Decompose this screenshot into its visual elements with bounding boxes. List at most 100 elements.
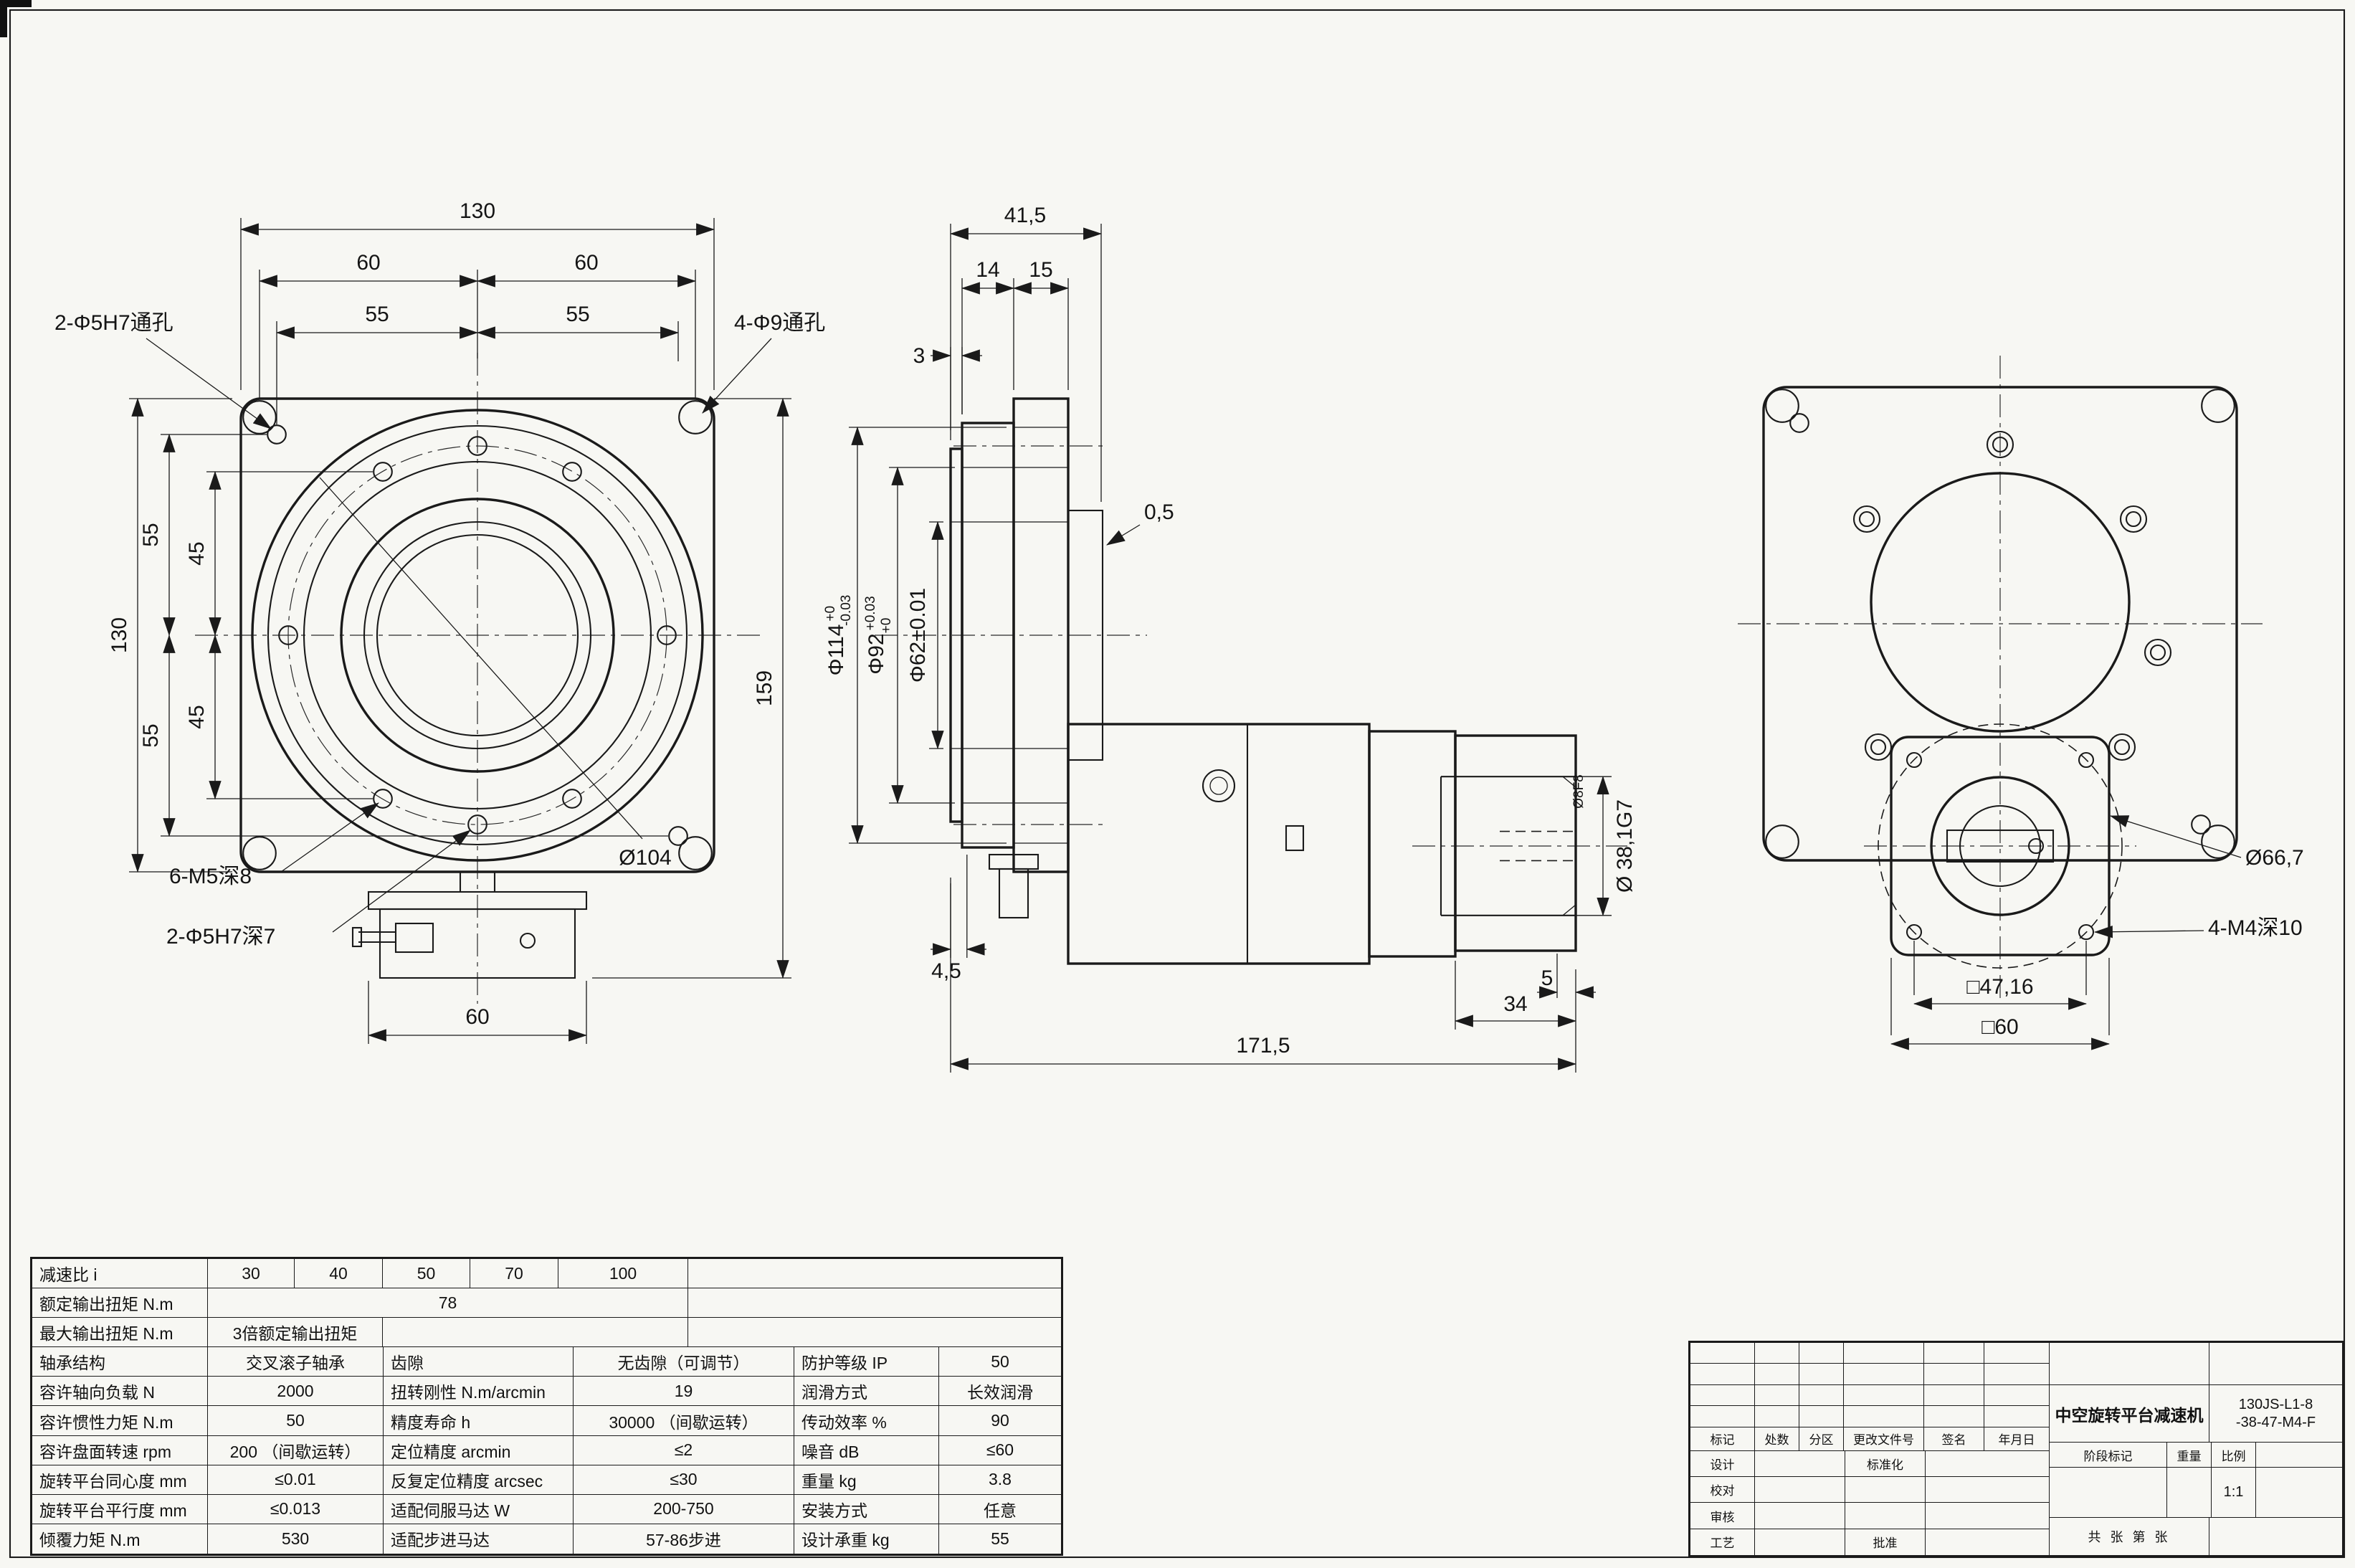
dim-60-bottom: 60	[465, 1005, 489, 1029]
dim-3: 3	[913, 344, 926, 368]
dim-14: 14	[976, 258, 999, 282]
dim-0-5: 0,5	[1144, 500, 1174, 524]
scale-value: 1:1	[2212, 1468, 2256, 1519]
dim-34: 34	[1503, 992, 1527, 1016]
spec-cell: 55	[991, 1529, 1009, 1548]
rev-cell	[1799, 1343, 1844, 1364]
dim-d104: Ø104	[619, 846, 671, 870]
note-pin-through: 2-Φ5H7通孔	[54, 311, 173, 335]
spec-cell: 适配伺服马达 W	[384, 1494, 574, 1524]
spec-cell: 设计承重 kg	[794, 1524, 939, 1554]
dim-sq47: □47,16	[1966, 975, 2033, 999]
dim-d38-1: Ø 38,1G7	[1613, 799, 1637, 893]
sig-cell	[1926, 1477, 2049, 1503]
rev-cell	[1755, 1343, 1799, 1364]
spec-cell: 3倍额定输出扭矩	[208, 1318, 383, 1348]
spec-cell	[383, 1318, 688, 1348]
spec-cell: 额定输出扭矩 N.m	[32, 1288, 208, 1318]
review-label: 审核	[1690, 1503, 1755, 1529]
rev-cell	[1690, 1343, 1755, 1364]
spec-cell: 传动效率 %	[794, 1406, 939, 1436]
spec-cell: 容许轴向负载 N	[32, 1377, 208, 1407]
dim-d66-7: Ø66,7	[2245, 846, 2304, 870]
rev-cell	[1984, 1385, 2049, 1407]
dim-d92: Φ92+0.03+0	[863, 596, 894, 674]
spec-cell: ≤0.013	[208, 1494, 384, 1524]
spec-cell: ≤2	[574, 1435, 794, 1465]
sig-cell	[1926, 1503, 2049, 1529]
approve-label: 批准	[1845, 1529, 1926, 1556]
spec-cell: 反复定位精度 arcsec	[384, 1465, 574, 1495]
spec-cell: 交叉滚子轴承	[208, 1347, 384, 1377]
sheet-frame	[9, 9, 2346, 1559]
corner-mark	[0, 0, 32, 7]
spec-cell	[688, 1288, 1061, 1318]
note-m4: 4-M4深10	[2208, 916, 2303, 940]
rev-cell	[1924, 1343, 1984, 1364]
part-number: 130JS-L1-8 -38-47-M4-F	[2209, 1385, 2342, 1443]
rev-cell	[1690, 1384, 1755, 1407]
spec-cell: 安装方式	[794, 1494, 939, 1524]
rev-cell	[1984, 1343, 2049, 1364]
spec-cell: 齿隙	[384, 1347, 574, 1377]
dim-d114: Φ114+0-0.03	[823, 595, 854, 676]
spec-cell: 噪音 dB	[794, 1435, 939, 1465]
spec-cell: 90	[939, 1406, 1061, 1436]
note-m5: 6-M5深8	[169, 865, 252, 888]
dim-41-5: 41,5	[1004, 204, 1046, 227]
sig-cell	[1845, 1477, 1926, 1503]
spec-cell: ≤60	[939, 1436, 1061, 1465]
company-cell	[2050, 1343, 2209, 1385]
rev-header-date: 年月日	[1984, 1427, 2049, 1451]
title-block-left: 标记 处数 分区 更改文件号 签名 年月日 设计 标准化 校对 审核 工艺	[1690, 1343, 2049, 1556]
dim-45-lower: 45	[185, 705, 209, 728]
spec-cell: 防护等级 IP	[794, 1347, 939, 1377]
design-label: 设计	[1690, 1450, 1755, 1478]
dim-55-right: 55	[566, 303, 589, 326]
standardize-label: 标准化	[1845, 1450, 1926, 1478]
title-block-right: 中空旋转平台减速机 130JS-L1-8 -38-47-M4-F 阶段标记 重量…	[2049, 1343, 2342, 1556]
spec-cell: ≤0.01	[208, 1465, 384, 1495]
spec-cell: 70	[470, 1259, 558, 1289]
spec-cell: 200 （间歇运转）	[208, 1435, 384, 1465]
dim-130-top: 130	[460, 199, 495, 223]
sig-cell	[1755, 1477, 1845, 1503]
spec-cell: 30	[208, 1259, 295, 1289]
scale-label: 比例	[2212, 1443, 2256, 1468]
dim-60-right: 60	[574, 251, 598, 275]
rev-header-count: 处数	[1755, 1427, 1799, 1451]
note-d9-through: 4-Φ9通孔	[734, 311, 825, 335]
spec-cell: 3.8	[939, 1465, 1061, 1495]
rev-header-mark: 标记	[1690, 1427, 1755, 1451]
spec-cell: 精度寿命 h	[384, 1406, 574, 1436]
spec-cell	[688, 1318, 1061, 1348]
dim-130-left: 130	[108, 617, 131, 653]
stage-label: 阶段标记	[2050, 1443, 2167, 1468]
spec-cell: 200-750	[574, 1494, 794, 1524]
sig-cell	[1845, 1503, 1926, 1529]
spec-cell	[688, 1259, 1061, 1289]
rev-cell	[1755, 1364, 1799, 1385]
spec-cell: 19	[574, 1377, 794, 1407]
title-block: 标记 处数 分区 更改文件号 签名 年月日 设计 标准化 校对 审核 工艺	[1688, 1341, 2344, 1557]
spec-cell: 78	[208, 1288, 688, 1318]
spec-cell: 长效润滑	[939, 1377, 1061, 1407]
note-pin-blind: 2-Φ5H7深7	[166, 925, 275, 949]
rev-cell	[1799, 1364, 1844, 1385]
spec-cell: 重量 kg	[794, 1465, 939, 1495]
spec-cell: 最大输出扭矩 N.m	[32, 1318, 208, 1348]
weight-value	[2167, 1468, 2212, 1519]
rev-header-sign: 签名	[1924, 1427, 1984, 1451]
dim-15: 15	[1029, 258, 1052, 282]
stage-value	[2050, 1468, 2167, 1519]
dim-sq60: □60	[1981, 1015, 2019, 1039]
spec-cell: 减速比 i	[32, 1259, 208, 1289]
